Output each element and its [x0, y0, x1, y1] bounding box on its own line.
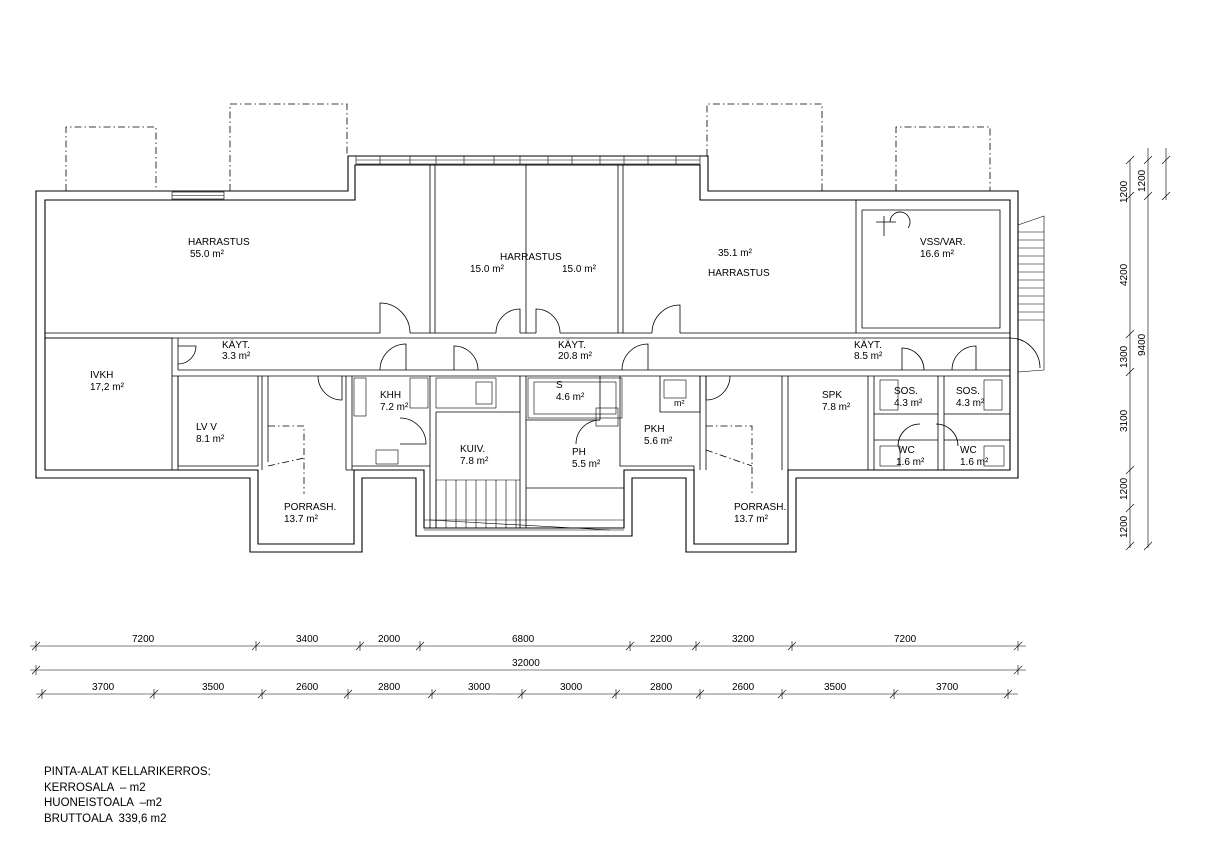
room-area: 5.5 m²	[572, 459, 601, 470]
dim-row3-3: 2800	[378, 682, 401, 693]
room-area: m²	[674, 398, 685, 408]
room-name: KÄYT.	[222, 339, 250, 351]
dim-total: 32000	[512, 658, 540, 669]
room-name: WC	[898, 445, 915, 456]
room-name: IVKH	[90, 370, 113, 381]
room-area: 1.6 m²	[896, 457, 925, 468]
room-name: S	[556, 380, 563, 391]
room-name: PH	[572, 447, 586, 458]
room-name: LV V	[196, 422, 217, 433]
dim-row3-0: 3700	[92, 682, 115, 693]
room-name: HARRASTUS	[708, 268, 770, 279]
dim-tick	[1143, 541, 1153, 551]
dim-vert-4: 1200	[1119, 477, 1130, 500]
room-area: 7.8 m²	[460, 456, 489, 467]
dim-tick	[1125, 465, 1135, 475]
room-name: HARRASTUS	[188, 237, 250, 248]
dim-row3-9: 3700	[936, 682, 959, 693]
room-area: 20.8 m²	[558, 351, 593, 362]
interior-walls	[45, 165, 1010, 528]
room-name: WC	[960, 445, 977, 456]
room-area: 17,2 m²	[90, 382, 125, 393]
room-area: 8.1 m²	[196, 434, 225, 445]
room-name: KUIV.	[460, 444, 485, 455]
dim-row1-3: 6800	[512, 634, 535, 645]
room-name: SOS.	[894, 386, 918, 397]
room-area: 13.7 m²	[734, 514, 769, 525]
dim-tick	[1125, 329, 1135, 339]
dim-row1-4: 2200	[650, 634, 673, 645]
room-name: KHH	[380, 390, 401, 401]
room-area: 35.1 m²	[718, 248, 753, 259]
room-name: PORRASH.	[284, 502, 336, 513]
dim-tick	[1161, 155, 1171, 165]
dim-row1-5: 3200	[732, 634, 755, 645]
dim-tick	[1125, 155, 1135, 165]
dim-row3-2: 2600	[296, 682, 319, 693]
dim-tick	[1143, 191, 1153, 201]
room-area: 16.6 m²	[920, 249, 955, 260]
dim-tick	[1125, 191, 1135, 201]
dim-row3-5: 3000	[560, 682, 583, 693]
dim-row1-2: 2000	[378, 634, 401, 645]
dim-vert-total: 9400	[1137, 333, 1148, 356]
room-name: SOS.	[956, 386, 980, 397]
dim-vert-0: 1200	[1119, 180, 1130, 203]
room-name: KÄYT.	[558, 339, 586, 351]
dim-tick	[1125, 367, 1135, 377]
doors	[177, 211, 1041, 447]
room-name: PKH	[644, 424, 665, 435]
room-name: PORRASH.	[734, 502, 786, 513]
room-name: HARRASTUS	[500, 252, 562, 263]
room-area: 4.6 m²	[556, 392, 585, 403]
room-area: 8.5 m²	[854, 351, 883, 362]
room-area: 15.0 m²	[470, 264, 505, 275]
dim-row3-6: 2800	[650, 682, 673, 693]
room-name: VSS/VAR.	[920, 237, 965, 248]
summary-title: PINTA-ALAT KELLARIKERROS:	[44, 766, 211, 778]
dim-row3-8: 3500	[824, 682, 847, 693]
dim-tick	[1125, 541, 1135, 551]
room-area: 5.6 m²	[644, 436, 673, 447]
dim-row1-1: 3400	[296, 634, 319, 645]
room-area: 15.0 m²	[562, 264, 597, 275]
dim-vert-top: 1200	[1137, 169, 1148, 192]
room-area: 55.0 m²	[190, 249, 225, 260]
room-name: KÄYT.	[854, 339, 882, 351]
area-summary: PINTA-ALAT KELLARIKERROS: KERROSALA – m2…	[44, 765, 211, 827]
dim-vert-5: 1200	[1119, 515, 1130, 538]
dim-vert-3: 3100	[1119, 409, 1130, 432]
dim-row3-7: 2600	[732, 682, 755, 693]
stairs	[267, 215, 1045, 531]
dim-row1-0: 7200	[132, 634, 155, 645]
summary-kerrosala: KERROSALA – m2	[44, 781, 146, 794]
dim-tick	[1125, 503, 1135, 513]
dim-row1-6: 7200	[894, 634, 917, 645]
room-area: 7.8 m²	[822, 402, 851, 413]
balcony-outlines	[65, 103, 991, 191]
summary-bruttoala: BRUTTOALA 339,6 m2	[44, 812, 167, 825]
room-area: 4.3 m²	[956, 398, 985, 409]
room-area: 4.3 m²	[894, 398, 923, 409]
vertical-dimensions: 1200 4200 1300 3100 1200 1200 1200 9400	[1119, 148, 1167, 548]
room-area: 1.6 m²	[960, 457, 989, 468]
room-name: SPK	[822, 390, 842, 401]
dim-row3-4: 3000	[468, 682, 491, 693]
horizontal-dimensions: 7200 3400 2000 6800 2200 3200 7200 32000…	[30, 634, 1026, 695]
dim-row3-1: 3500	[202, 682, 225, 693]
room-area: 13.7 m²	[284, 514, 319, 525]
dim-tick	[1161, 191, 1171, 201]
top-windows	[171, 155, 701, 200]
room-area: 3.3 m²	[222, 351, 251, 362]
dim-tick	[1143, 155, 1153, 165]
room-labels: HARRASTUS 55.0 m² HARRASTUS 15.0 m² 15.0…	[90, 237, 989, 525]
dim-vert-1: 4200	[1119, 263, 1130, 286]
summary-huoneistoala: HUONEISTOALA –m2	[44, 797, 163, 809]
dim-vert-2: 1300	[1119, 345, 1130, 368]
room-area: 7.2 m²	[380, 402, 409, 413]
